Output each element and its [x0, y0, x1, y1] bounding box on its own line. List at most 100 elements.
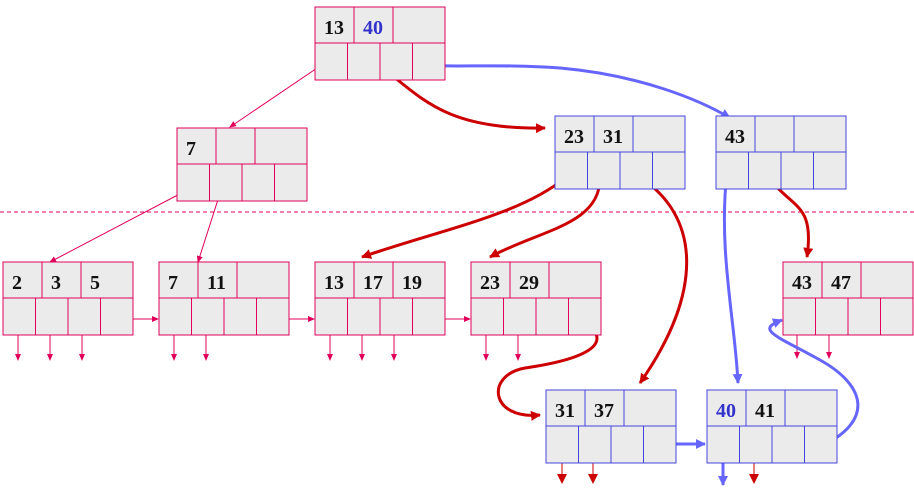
pointer-cell	[412, 297, 446, 336]
pointer-cell	[782, 297, 816, 336]
key-label: 13	[324, 272, 344, 294]
key-label: 5	[90, 272, 100, 294]
tree-node-leaf-31: 31 37	[545, 389, 677, 464]
pointer-cell	[780, 151, 814, 190]
key-cell	[715, 115, 756, 153]
key-cell	[554, 115, 595, 153]
pointer-cell	[274, 163, 308, 202]
pointer-cell	[158, 297, 192, 336]
pointer-cell	[35, 297, 69, 336]
key-cell	[158, 261, 199, 299]
pointer-cell	[191, 297, 225, 336]
path-inner-43-to-leaf-40	[722, 171, 743, 384]
key-cell	[215, 127, 256, 165]
key-label: 2	[12, 272, 22, 294]
key-cell	[821, 261, 862, 299]
key-cell	[782, 261, 823, 299]
key-cell	[784, 389, 838, 427]
pointer-cell	[619, 151, 653, 190]
key-label: 47	[831, 272, 851, 294]
tree-node-inner-7: 7	[176, 127, 308, 202]
key-cell	[793, 115, 847, 153]
path-inner-23-to-leaf-31	[637, 174, 689, 384]
pointer-cell	[379, 297, 413, 336]
path-root-to-inner-43	[398, 56, 731, 120]
key-label: 19	[402, 272, 422, 294]
sibling-leaf-40-to-leaf-43	[768, 318, 860, 448]
pointer-cell	[652, 151, 686, 190]
pointer-cell	[568, 297, 602, 336]
pointer-cell	[739, 425, 773, 464]
pointer-cell	[643, 425, 677, 464]
pointer-cell	[587, 151, 621, 190]
red-path-arrows	[361, 56, 814, 421]
pointer-cell	[578, 425, 612, 464]
pointer-cell	[176, 163, 210, 202]
key-cell	[254, 127, 308, 165]
key-cell	[623, 389, 677, 427]
pointer-cell	[314, 297, 348, 336]
key-label: 43	[725, 126, 745, 148]
pointer-cell	[535, 297, 569, 336]
pointer-cell	[314, 42, 348, 81]
key-cell	[2, 261, 43, 299]
tree-node-inner-23: 23 31	[554, 115, 686, 190]
key-label: 23	[480, 272, 500, 294]
pointer-cell	[241, 163, 275, 202]
tree-node-leaf-43: 43 47	[782, 261, 914, 336]
pointer-cell	[209, 163, 243, 202]
key-cell	[197, 261, 238, 299]
pointer-cell	[813, 151, 847, 190]
key-label: 23	[564, 126, 584, 148]
key-label: 37	[594, 400, 614, 422]
pointer-cell	[256, 297, 290, 336]
pointer-cell	[379, 42, 413, 81]
key-cell	[41, 261, 82, 299]
pointer-cell	[223, 297, 257, 336]
key-label: 41	[755, 400, 775, 422]
tree-node-leaf-13: 13 17 19	[314, 261, 446, 336]
key-cell	[860, 261, 914, 299]
key-label: 40	[716, 400, 736, 422]
key-cell	[754, 115, 795, 153]
pointer-cell	[67, 297, 101, 336]
tree-node-inner-43: 43	[715, 115, 847, 190]
pointer-inner-7-to-leaf-2	[49, 186, 194, 263]
key-label: 31	[603, 126, 623, 148]
path-inner-23-to-leaf-13	[361, 176, 566, 259]
pointer-cell	[347, 297, 381, 336]
key-cell	[236, 261, 290, 299]
pointer-cell	[503, 297, 537, 336]
pointer-cell	[880, 297, 914, 336]
key-label: 7	[186, 138, 196, 160]
path-inner-23-to-leaf-23	[489, 177, 602, 259]
key-label: 17	[363, 272, 383, 294]
pointer-cell	[748, 151, 782, 190]
pointer-cell	[610, 425, 644, 464]
pointer-cell	[554, 151, 588, 190]
tree-node-root: 13 40	[314, 6, 446, 81]
pointer-cell	[804, 425, 838, 464]
key-cell	[392, 6, 446, 44]
pointer-cell	[706, 425, 740, 464]
key-cell	[632, 115, 686, 153]
pointer-cell	[100, 297, 134, 336]
key-cell	[80, 261, 134, 299]
pointer-root-to-inner-7	[229, 59, 330, 128]
key-label: 13	[324, 17, 344, 39]
key-label: 40	[363, 17, 383, 39]
key-label: 11	[207, 272, 226, 294]
key-label: 31	[555, 400, 575, 422]
key-cell	[548, 261, 602, 299]
key-label: 43	[792, 272, 812, 294]
pointer-cell	[2, 297, 36, 336]
pointer-cell	[815, 297, 849, 336]
path-leaf-23-to-leaf-31	[496, 318, 599, 421]
key-cell	[176, 127, 217, 165]
key-cell	[706, 389, 747, 427]
